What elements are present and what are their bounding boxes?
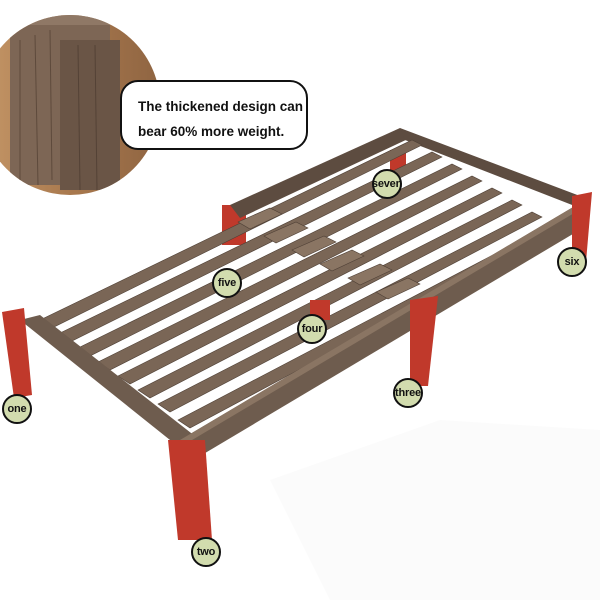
rail-right bbox=[400, 128, 585, 210]
rail-front bbox=[180, 200, 588, 465]
label-seven: seven bbox=[372, 169, 402, 199]
label-six: six bbox=[557, 247, 587, 277]
label-one: one bbox=[2, 394, 32, 424]
leg-far-right bbox=[572, 192, 592, 262]
floor-shadow bbox=[270, 420, 600, 600]
label-five: five bbox=[212, 268, 242, 298]
callout-line-2: bear 60% more weight. bbox=[138, 124, 285, 139]
label-two: two bbox=[191, 537, 221, 567]
leg-front-left bbox=[2, 308, 32, 398]
rail-back bbox=[230, 128, 410, 218]
callout-line-1: The thickened design can bbox=[138, 99, 304, 114]
leg-front-center bbox=[168, 440, 212, 540]
weight-callout: The thickened design can bear 60% more w… bbox=[120, 80, 308, 150]
label-three: three bbox=[393, 378, 423, 408]
rail-left bbox=[20, 315, 200, 448]
label-four: four bbox=[297, 314, 327, 344]
center-supports bbox=[237, 207, 421, 300]
leg-front-right bbox=[410, 296, 438, 386]
